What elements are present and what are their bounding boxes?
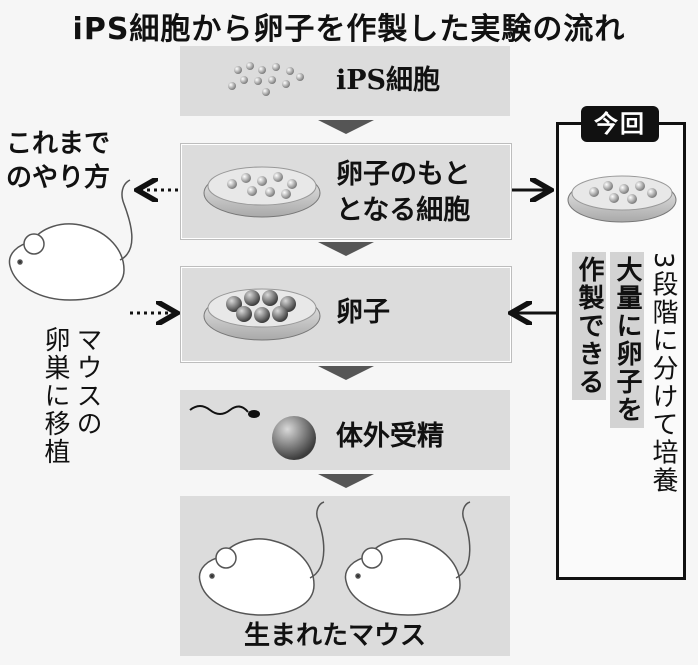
diagram-title: iPS細胞から卵子を作製した実験の流れ	[72, 12, 626, 47]
ivf-label: 体外受精	[336, 421, 444, 452]
current-dish-icon	[567, 175, 677, 223]
current-text-col3: 作製できる	[572, 252, 606, 400]
egg-label: 卵子	[336, 297, 390, 328]
ips-cell-cluster-icon	[228, 62, 304, 96]
ivf-box	[180, 390, 510, 470]
egg-dish-icon	[203, 288, 321, 341]
left-mouse-icon	[8, 179, 133, 301]
down-arrow-3	[318, 366, 374, 380]
mouse-caption-col1: マウスの	[72, 326, 102, 438]
precursor-dish-icon	[203, 166, 321, 218]
sperm-egg-icon	[189, 405, 316, 460]
born-mouse-label: 生まれたマウス	[244, 621, 427, 651]
precursor-label-line2: となる細胞	[336, 195, 471, 226]
down-arrow-1	[318, 120, 374, 134]
ips-cell-box	[180, 46, 510, 116]
conventional-heading-line2: のやり方	[6, 163, 111, 193]
down-arrow-4	[318, 474, 374, 488]
conventional-heading-line1: これまで	[6, 129, 111, 159]
born-mouse-2-icon	[344, 501, 471, 616]
current-text-col2: 大量に卵子を	[610, 252, 644, 428]
down-arrow-2	[318, 242, 374, 256]
mouse-caption-col2: 卵巣に移植	[40, 326, 70, 466]
current-text-col1: 3段階に分けて培養	[648, 252, 678, 495]
born-mouse-1-icon	[198, 501, 325, 616]
current-method-badge: 今回	[581, 106, 659, 142]
ips-cell-label: iPS細胞	[336, 65, 441, 96]
precursor-label-line1: 卵子のもと	[336, 159, 471, 190]
